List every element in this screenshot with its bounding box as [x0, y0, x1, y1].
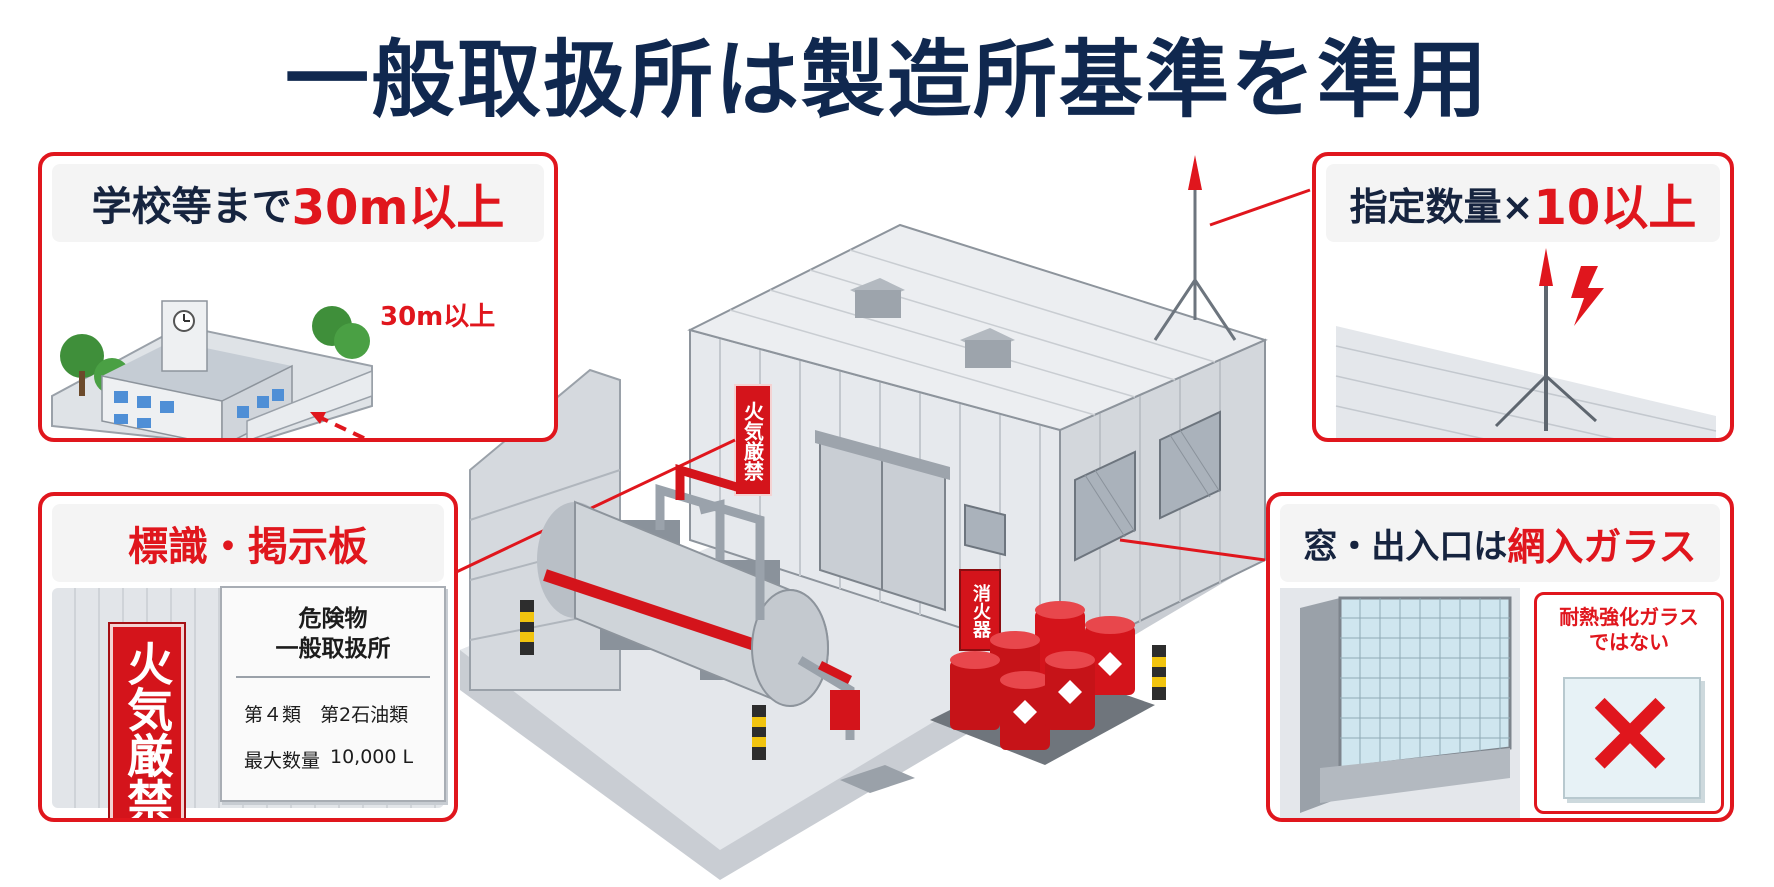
lightning-heading-value: 10以上: [1533, 180, 1697, 236]
lightning-rod-icon: [1335, 248, 1717, 438]
roof-vent-2: [960, 328, 1015, 368]
distance-heading-value: 30m以上: [291, 180, 505, 236]
lightning-heading-prefix: 指定数量×: [1349, 184, 1534, 229]
drain-grate: [840, 765, 915, 793]
max-quantity-label: 最大数量: [244, 750, 321, 772]
wall-fire-sign: [734, 384, 772, 496]
lightning-panel: 指定数量×10以上: [1312, 152, 1734, 442]
building-fire-sign-text: 火気厳禁: [740, 401, 765, 481]
board-title-1: 危険物: [298, 606, 368, 632]
hazard-class: 第４類: [244, 704, 302, 726]
board-title-2: 一般取扱所: [275, 636, 391, 662]
fire-prohibition-sign: 火気厳禁: [110, 624, 184, 818]
distance-label: 30m以上: [380, 302, 496, 332]
valve: [830, 690, 860, 730]
plain-glass-pane: [1563, 677, 1701, 799]
note-line-1: 耐熱強化ガラス: [1559, 605, 1699, 629]
side-window-2: [1159, 410, 1221, 520]
hazard-type: 第2石油類: [320, 704, 409, 726]
lightning-panel-heading: 指定数量×10以上: [1326, 164, 1720, 242]
sign-heading-text: 標識・掲示板: [128, 524, 368, 570]
distance-heading-prefix: 学校等まで: [91, 184, 292, 230]
note-line-2: ではない: [1589, 630, 1669, 654]
max-quantity-value: 10,000 L: [330, 746, 414, 768]
glass-panel-heading: 窓・出入口は網入ガラス: [1280, 504, 1720, 582]
storage-tank: [537, 500, 829, 708]
lightning-bolt-icon: [1571, 266, 1604, 326]
extinguisher-label: 消火器: [970, 584, 991, 638]
lightning-rod-tip: [1188, 155, 1202, 190]
front-window: [964, 503, 1006, 557]
sign-panel: 標識・掲示板 火気厳禁 危険物 一般取扱所 第４類 第2石油類 最大数量 10,…: [38, 492, 458, 822]
oil-drums: [950, 601, 1135, 750]
not-tempered-glass-note: 耐熱強化ガラス ではない ×: [1534, 592, 1724, 814]
sign-panel-heading: 標識・掲示板: [52, 504, 444, 582]
building-roof: [687, 223, 1268, 432]
glass-heading-prefix: 窓・出入口は: [1303, 526, 1508, 567]
roof-vent-1: [850, 278, 905, 318]
wired-glass-icon: [1280, 588, 1520, 818]
page-title: 一般取扱所は製造所基準を準用: [284, 31, 1489, 129]
hazmat-info-board: 危険物 一般取扱所 第４類 第2石油類 最大数量 10,000 L: [220, 586, 446, 802]
note-text: 耐熱強化ガラス ではない: [1537, 605, 1721, 655]
school-building-icon: [51, 300, 373, 438]
bollards: [520, 600, 1166, 760]
glass-panel: 窓・出入口は網入ガラス 耐熱強化ガラス ではない ×: [1266, 492, 1734, 822]
glass-heading-value: 網入ガラス: [1507, 524, 1697, 569]
lightning-rod: [1153, 190, 1237, 341]
flammable-diamond-icon: [1013, 652, 1122, 724]
cross-icon: ×: [1579, 661, 1681, 800]
